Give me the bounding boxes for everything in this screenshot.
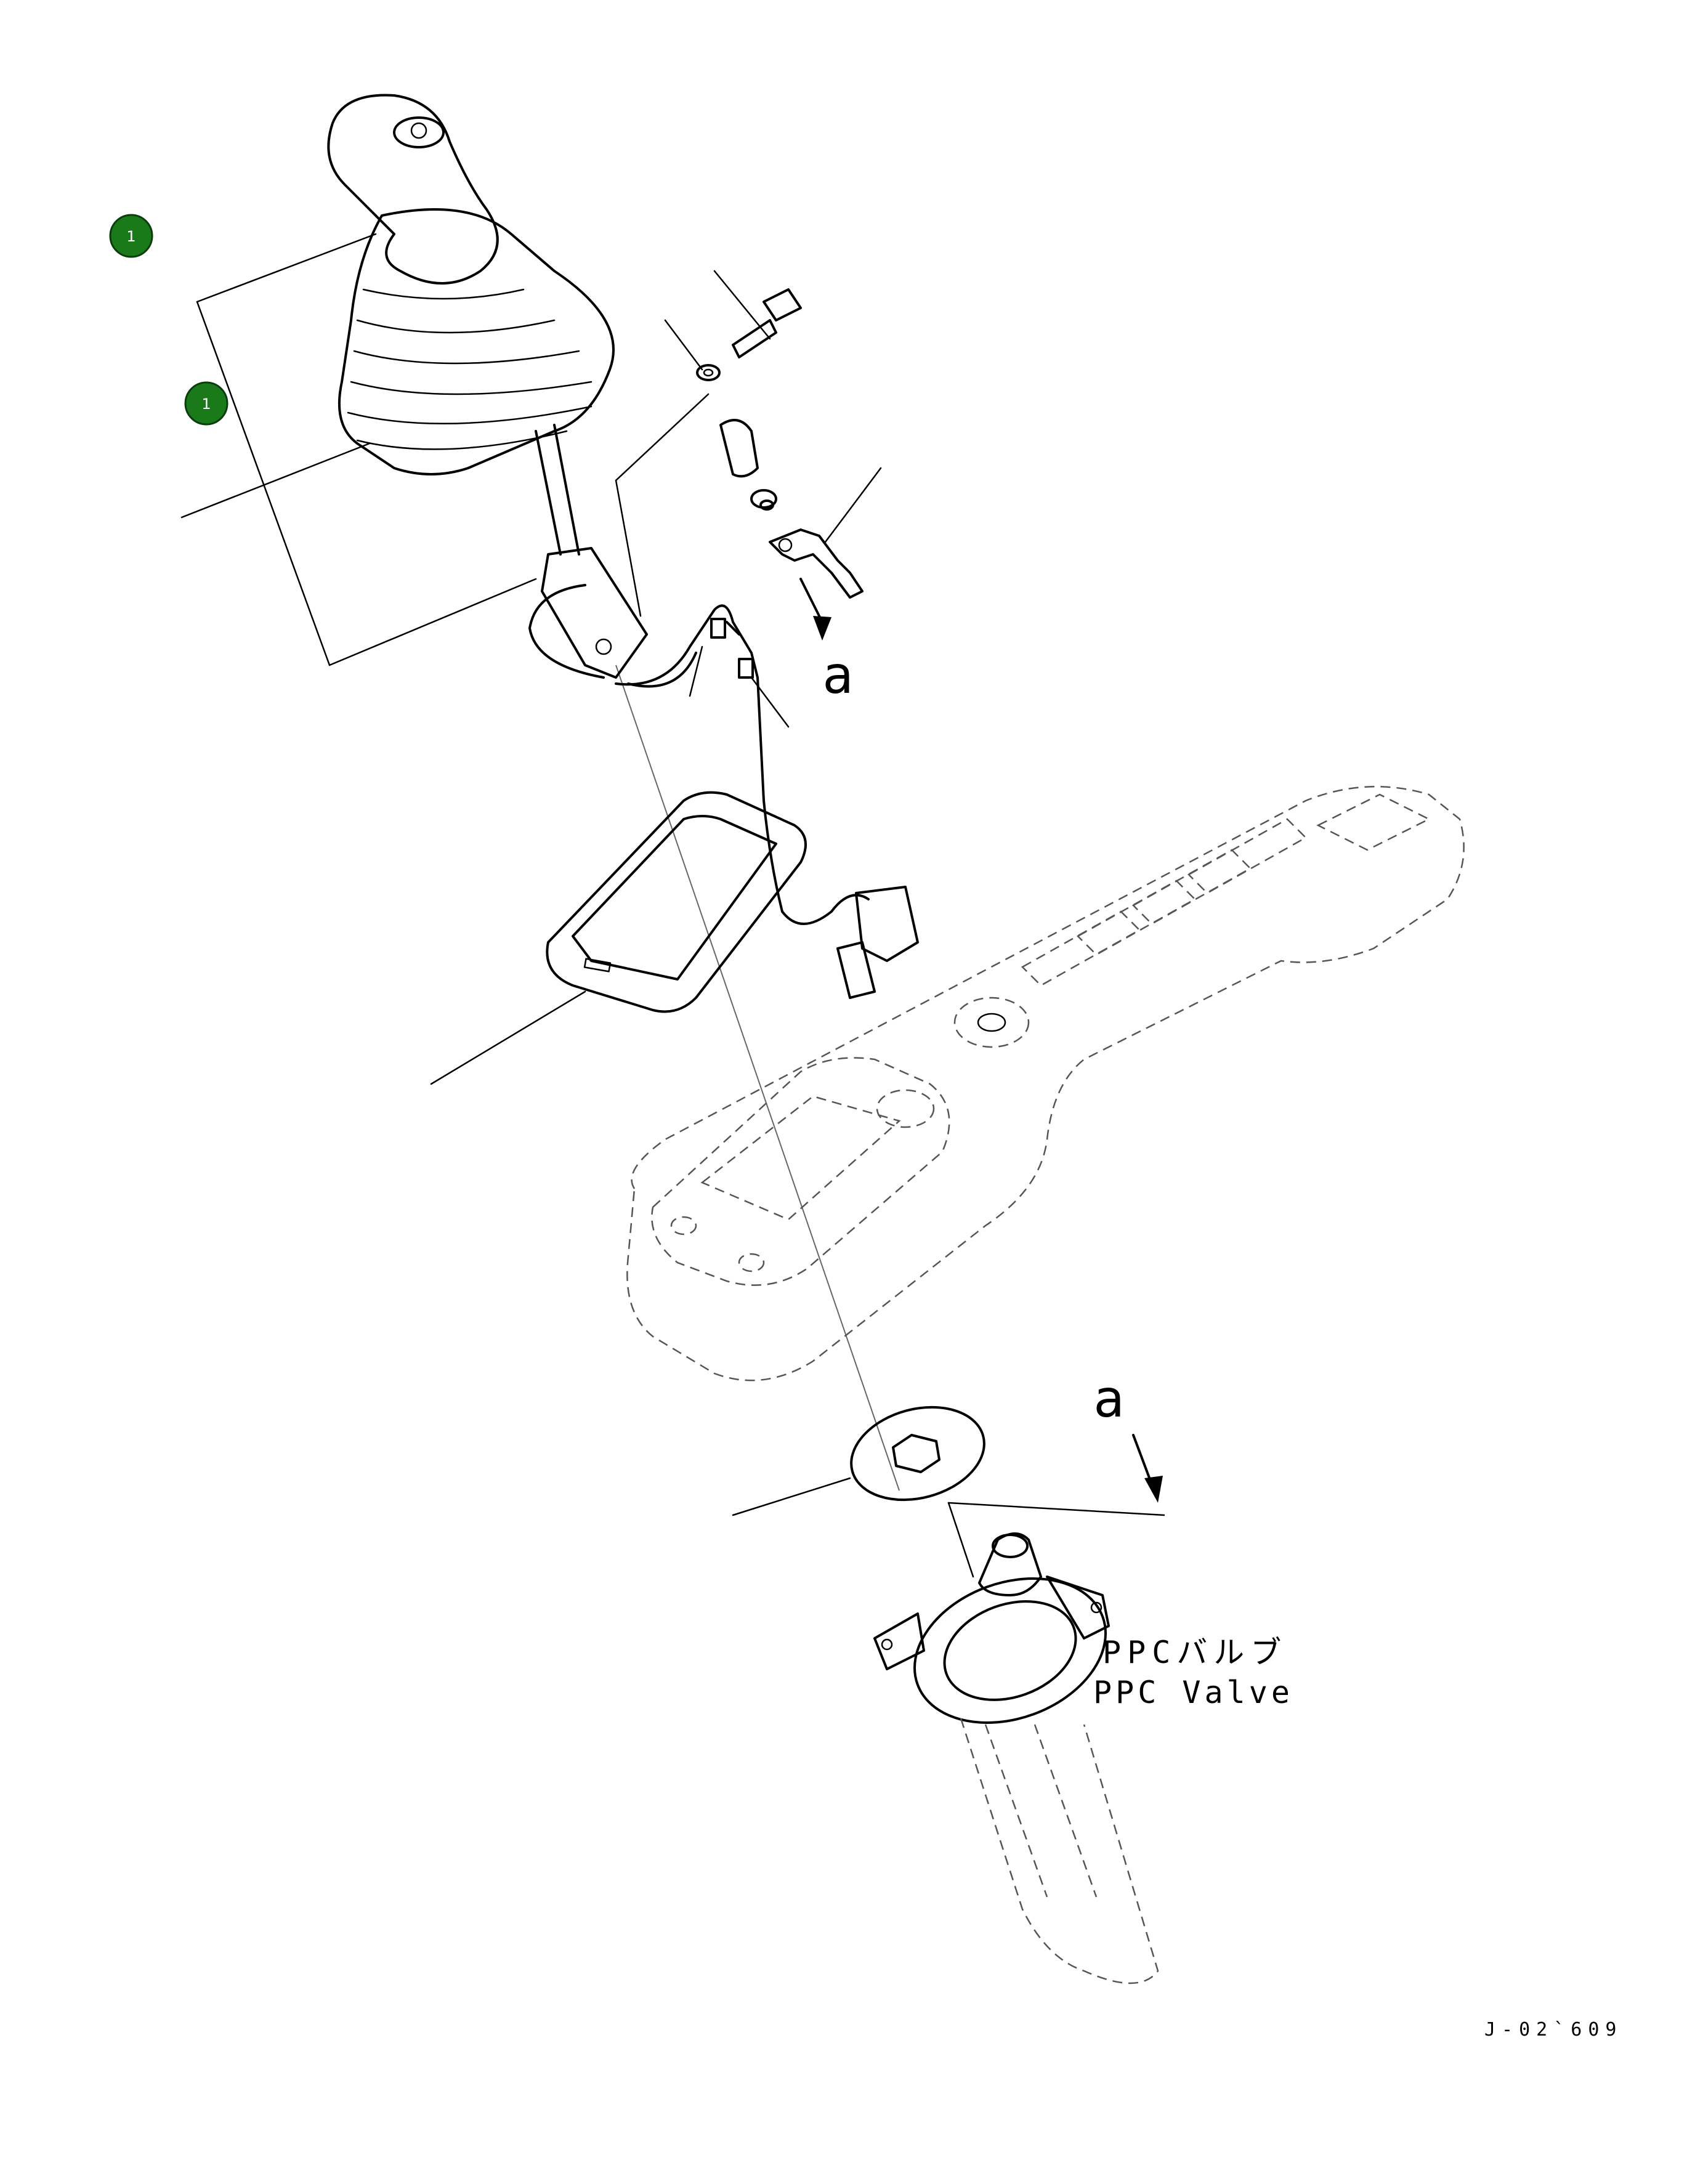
part-callout-1[interactable]: 1 xyxy=(109,214,153,258)
drawing-number: J-02`609 xyxy=(1484,2019,1623,2040)
assembly-centerline xyxy=(615,665,900,1491)
part-callout-1-number: 1 xyxy=(126,228,136,245)
harness-clip-2 xyxy=(738,658,754,679)
lever-shaft xyxy=(535,424,648,679)
leader-lines xyxy=(180,233,1165,1578)
bolt-and-washer xyxy=(696,288,802,511)
lever-knob-assembly xyxy=(327,94,615,475)
harness-clip-1 xyxy=(710,618,726,639)
view-label-top: a xyxy=(822,645,854,705)
cover-plate xyxy=(850,1405,985,1502)
wire-harness-branch xyxy=(627,621,740,688)
armrest-console xyxy=(626,785,1465,1381)
harness-connector xyxy=(781,886,919,999)
view-arrow-top xyxy=(799,578,831,641)
view-arrow-bottom xyxy=(1132,1434,1163,1503)
view-label-bottom: a xyxy=(1093,1369,1125,1429)
bracket xyxy=(769,528,864,599)
part-callout-2[interactable]: 1 xyxy=(184,381,229,426)
boot-frame xyxy=(546,791,807,1013)
wire-harness-loop xyxy=(528,584,783,913)
ppc-valve xyxy=(873,1532,1159,1984)
part-callout-2-number: 1 xyxy=(201,395,211,413)
ppc-valve-label-en: PPC Valve xyxy=(1093,1675,1293,1710)
ppc-valve-label-jp: PPCバルブ xyxy=(1102,1635,1287,1670)
